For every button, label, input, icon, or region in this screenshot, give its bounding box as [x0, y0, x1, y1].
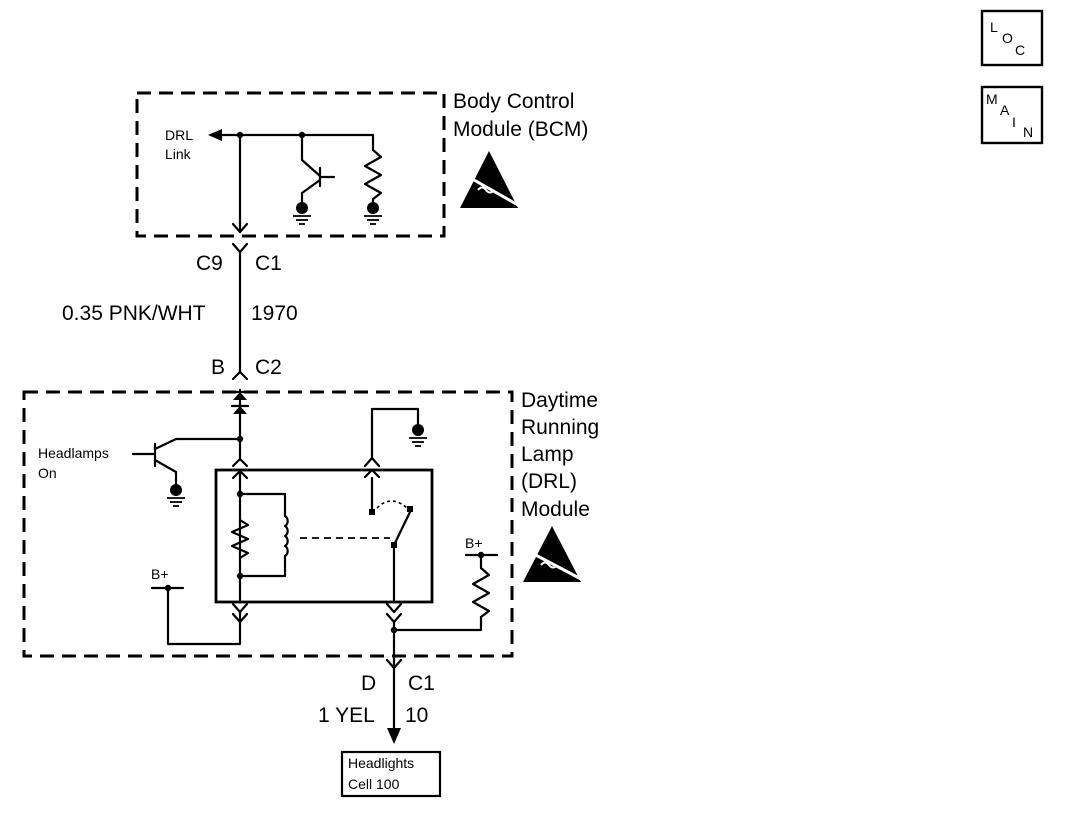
connector-c9-icon [231, 242, 249, 254]
drl-module-boundary [22, 390, 514, 658]
transistor-icon [131, 435, 244, 488]
relay-switch-icon [369, 476, 413, 602]
connector-c1-label: C1 [255, 252, 282, 275]
drl-title-line5: Module [521, 498, 590, 521]
resistor-icon [230, 518, 250, 560]
relay-box [214, 468, 434, 604]
ground-icon [293, 202, 311, 225]
esd-warning-icon [460, 151, 519, 208]
relay-coil-icon [238, 492, 289, 578]
resistor-icon [363, 133, 383, 207]
loc-letter-l: L [990, 19, 998, 35]
drl-title-line4: (DRL) [521, 470, 577, 493]
main-letter-i: I [1012, 114, 1016, 130]
ground-icon [409, 424, 427, 447]
main-button[interactable]: M A I N [980, 85, 1044, 145]
wire-10-color: 1 YEL [318, 704, 375, 727]
ground-icon [364, 202, 382, 225]
bplus-right-terminal [464, 551, 499, 570]
drl-title-line3: Lamp [521, 443, 574, 466]
main-letter-a: A [1000, 102, 1010, 118]
wire-1970-color: 0.35 PNK/WHT [62, 302, 206, 325]
bcm-title-line2: Module (BCM) [453, 118, 588, 141]
drl-link-arrow-icon [208, 129, 375, 141]
transistor-icon [298, 131, 336, 207]
connector-b-icon [231, 370, 249, 381]
wire-1970-circuit: 1970 [251, 302, 298, 325]
wire-10-circuit: 10 [405, 704, 428, 727]
headlights-reference-link[interactable]: Headlights Cell 100 [340, 750, 442, 798]
bplus-left-label: B+ [151, 566, 169, 582]
esd-warning-icon [523, 526, 582, 582]
connector-c1-bottom-label: C1 [408, 672, 435, 695]
resistor-icon [392, 566, 491, 632]
diode-icon [230, 388, 250, 462]
bcm-title-line1: Body Control [453, 90, 574, 113]
drl-title-line1: Daytime [521, 389, 598, 412]
connector-c2-label: C2 [255, 356, 282, 379]
drl-link-label-line1: DRL [165, 127, 193, 143]
headlights-ref-line1: Headlights [348, 755, 414, 771]
headlamps-label-line1: Headlamps [38, 445, 109, 461]
bcm-module-boundary [135, 91, 446, 238]
main-letter-n: N [1023, 124, 1033, 140]
headlamps-label-line2: On [38, 465, 57, 481]
loc-letter-o: O [1002, 30, 1013, 46]
connector-d-pin: D [361, 672, 376, 695]
drl-link-label-line2: Link [165, 146, 192, 162]
arrow-down-icon [387, 728, 401, 744]
main-letter-m: M [986, 91, 998, 107]
headlights-ref-line2: Cell 100 [348, 776, 400, 792]
drl-title-line2: Running [521, 416, 599, 439]
loc-letter-c: C [1015, 42, 1025, 58]
bplus-right-label: B+ [465, 535, 483, 551]
connector-b-pin: B [211, 356, 225, 379]
bplus-left-terminal [150, 584, 249, 646]
loc-button[interactable]: L O C [980, 9, 1044, 67]
connector-c9-pin: C9 [196, 252, 223, 275]
ground-icon [167, 484, 185, 507]
